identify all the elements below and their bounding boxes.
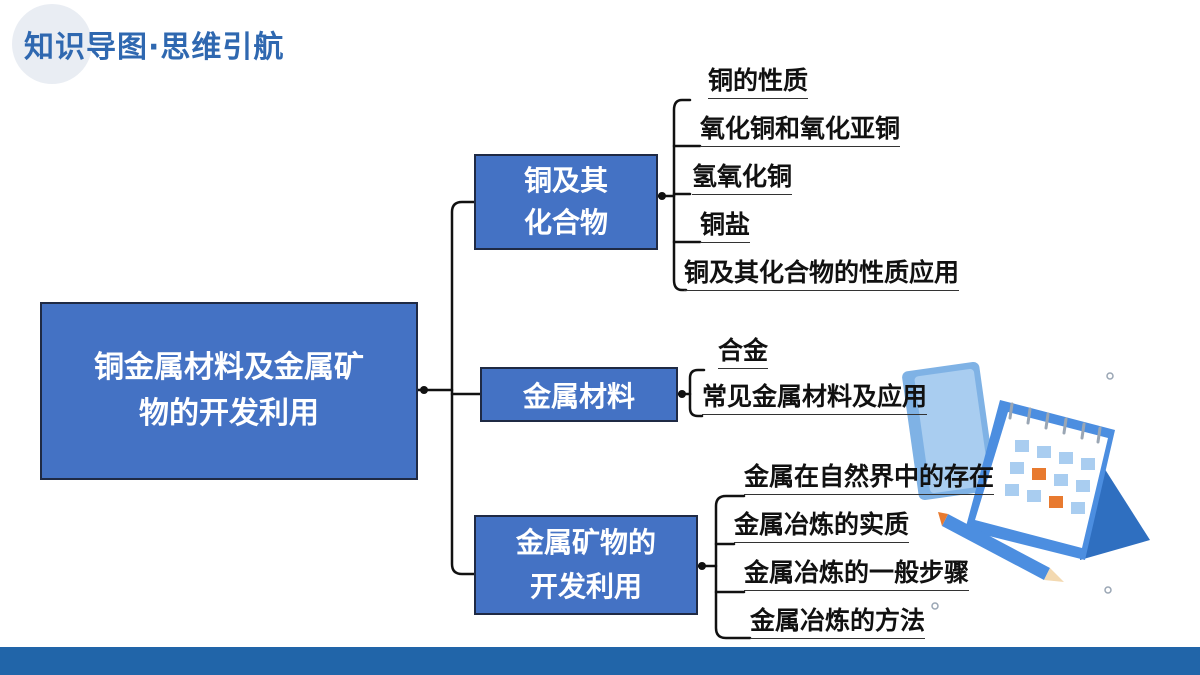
branch-label-line-2: 开发利用 xyxy=(529,570,642,603)
branch-label-line-2: 化合物 xyxy=(523,206,608,239)
footer-bar xyxy=(0,647,1200,675)
pencil-icon xyxy=(938,512,1064,582)
leaf-item: 金属冶炼的实质 xyxy=(734,510,910,543)
calendar-icon xyxy=(965,400,1150,560)
branch-ore-utilization: 金属矿物的 开发利用 xyxy=(474,515,698,615)
branch-copper-compounds: 铜及其 化合物 xyxy=(474,154,658,250)
leaf-item: 金属在自然界中的存在 xyxy=(744,462,995,495)
header-decoration-circle xyxy=(12,4,92,84)
leaf-item: 铜及其化合物的性质应用 xyxy=(684,258,960,291)
root-topic: 铜金属材料及金属矿 物的开发利用 xyxy=(40,302,418,480)
root-topic-line-1: 铜金属材料及金属矿 xyxy=(94,350,364,385)
leaf-item: 铜的性质 xyxy=(708,66,809,99)
leaf-item: 合金 xyxy=(718,336,769,369)
branch-label-line-1: 铜及其 xyxy=(523,164,608,197)
leaf-item: 常见金属材料及应用 xyxy=(702,382,928,415)
branch-label-line-1: 金属矿物的 xyxy=(515,526,656,559)
root-topic-line-2: 物的开发利用 xyxy=(139,396,319,431)
notebook-icon xyxy=(902,361,996,501)
leaf-item: 金属冶炼的一般步骤 xyxy=(744,558,970,591)
leaf-item: 氧化铜和氧化亚铜 xyxy=(700,114,901,147)
page-title: 知识导图·思维引航 xyxy=(24,30,285,65)
branch-metal-materials: 金属材料 xyxy=(480,367,678,422)
leaf-item: 氢氧化铜 xyxy=(692,162,793,195)
branch-label: 金属材料 xyxy=(522,379,635,413)
leaf-item: 铜盐 xyxy=(700,210,751,243)
leaf-item: 金属冶炼的方法 xyxy=(750,606,926,639)
